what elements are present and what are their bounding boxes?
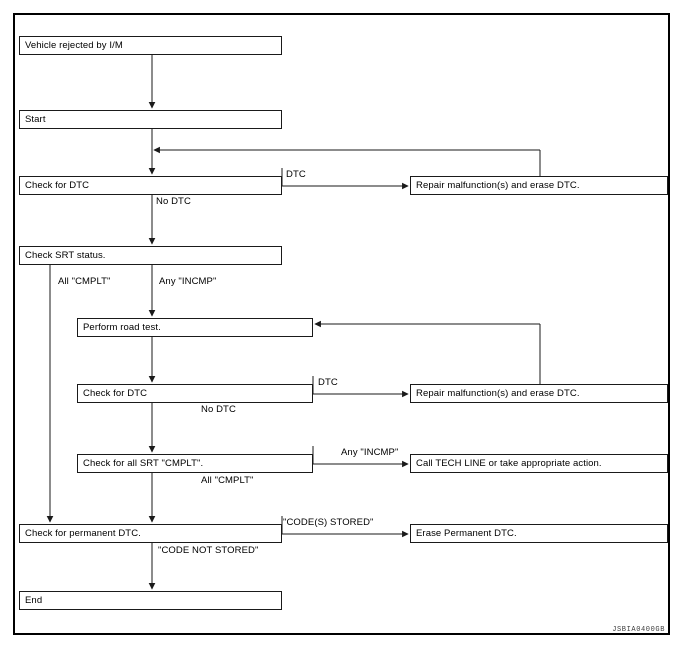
node-end: End — [19, 591, 282, 610]
edge-label-all-cmplt-1: All "CMPLT" — [58, 276, 111, 287]
node-check-srt-status: Check SRT status. — [19, 246, 282, 265]
node-call-tech-line: Call TECH LINE or take appropriate actio… — [410, 454, 668, 473]
edge-label-no-dtc-2: No DTC — [201, 404, 236, 415]
edge-label-any-incmp-2: Any "INCMP" — [341, 447, 399, 458]
node-repair-malfunction-2: Repair malfunction(s) and erase DTC. — [410, 384, 668, 403]
edge-label-no-dtc-1: No DTC — [156, 196, 191, 207]
node-erase-permanent-dtc: Erase Permanent DTC. — [410, 524, 668, 543]
edge-label-dtc-1: DTC — [286, 169, 306, 180]
node-check-all-srt-cmplt: Check for all SRT "CMPLT". — [77, 454, 313, 473]
edge-label-codes-stored: "CODE(S) STORED" — [283, 517, 374, 528]
node-repair-malfunction-1: Repair malfunction(s) and erase DTC. — [410, 176, 668, 195]
edge-label-dtc-2: DTC — [318, 377, 338, 388]
edge-label-any-incmp-1: Any "INCMP" — [159, 276, 217, 287]
figure-reference-watermark: JSBIA0400GB — [612, 626, 665, 634]
node-perform-road-test: Perform road test. — [77, 318, 313, 337]
edge-label-code-not-stored: "CODE NOT STORED" — [158, 545, 259, 556]
node-start: Start — [19, 110, 282, 129]
node-check-permanent-dtc: Check for permanent DTC. — [19, 524, 282, 543]
edge-label-all-cmplt-2: All "CMPLT" — [201, 475, 254, 486]
node-check-dtc-2: Check for DTC — [77, 384, 313, 403]
node-vehicle-rejected: Vehicle rejected by I/M — [19, 36, 282, 55]
node-check-dtc-1: Check for DTC — [19, 176, 282, 195]
